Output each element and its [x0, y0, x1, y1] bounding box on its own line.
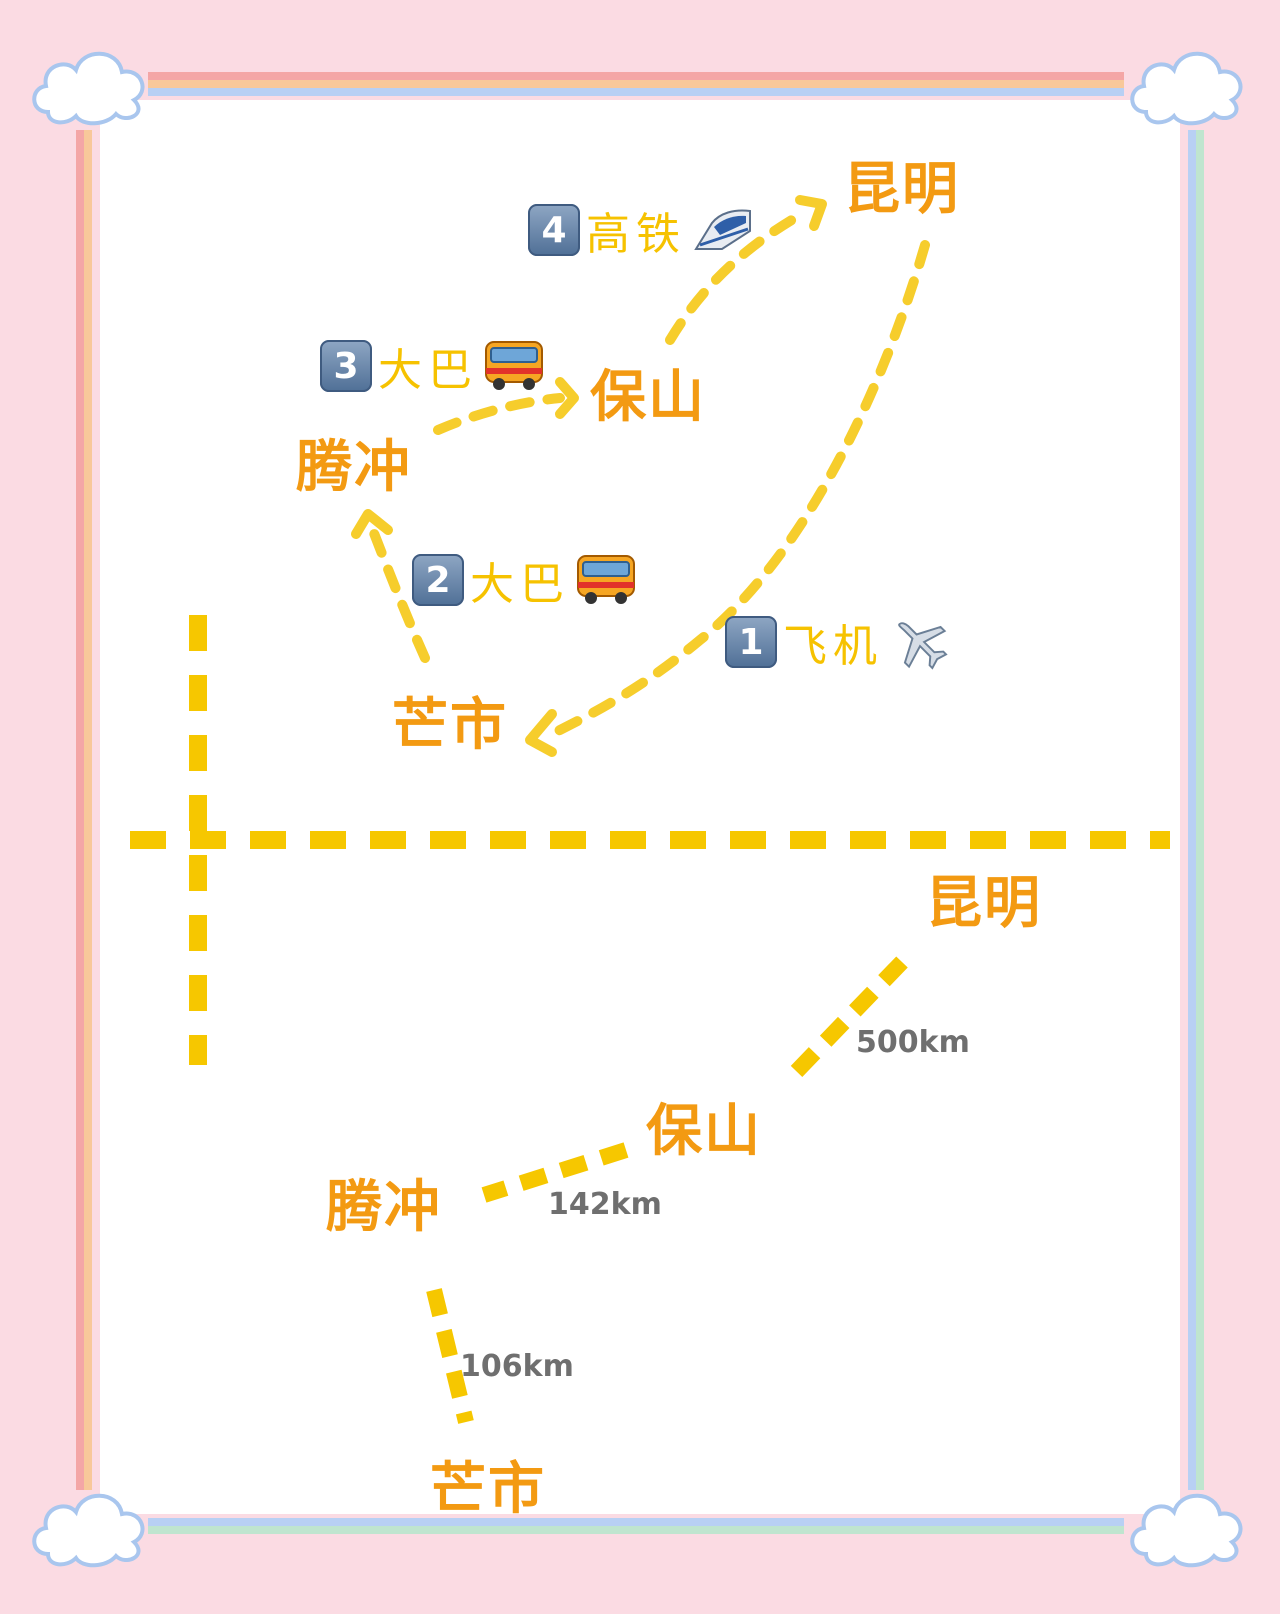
city-mangshi-top: 芒市 [392, 693, 508, 758]
distance-tengchong-mangshi: 106km [460, 1349, 574, 1384]
city-baoshan-bottom: 保山 [646, 1099, 762, 1164]
segment-baoshan-tengchong [481, 1142, 629, 1203]
frame-stripe-green [1196, 130, 1204, 1490]
segment-tengchong-mangshi [426, 1288, 474, 1424]
route-mangshi-tengchong [367, 523, 430, 663]
airplane-icon [898, 622, 948, 670]
city-kunming-top: 昆明 [844, 157, 960, 222]
frame-stripe-orange [84, 130, 92, 1490]
city-kunming-bottom: 昆明 [926, 871, 1042, 936]
step-1-flight: 1 飞机 [725, 610, 951, 674]
step-label: 大巴 [470, 559, 570, 610]
frame-stripe-blue [148, 88, 1124, 96]
arrow-head-mangshi [525, 709, 557, 757]
distance-baoshan-tengchong: 142km [548, 1187, 662, 1222]
arrow-head-tengchong [351, 509, 393, 539]
frame-stripe-blue [1188, 130, 1196, 1490]
step-label: 飞机 [783, 621, 883, 672]
distance-kunming-baoshan: 500km [856, 1025, 970, 1060]
city-tengchong-bottom: 腾冲 [326, 1175, 442, 1240]
frame-stripe-orange [148, 80, 1124, 88]
frame-stripe-red [76, 130, 84, 1490]
step-label: 高铁 [586, 209, 686, 260]
segment-kunming-baoshan [790, 956, 908, 1078]
high-speed-train-icon [694, 209, 751, 250]
step-number: 1 [725, 616, 777, 668]
step-2-bus: 2 大巴 [412, 548, 636, 612]
city-mangshi-bottom: 芒市 [430, 1457, 546, 1522]
arrow-head-baoshan [555, 377, 579, 419]
step-4-high-speed-train: 4 高铁 [528, 198, 754, 262]
step-number: 4 [528, 204, 580, 256]
bus-icon [485, 341, 543, 390]
map-panel [100, 100, 1180, 1514]
city-tengchong-top: 腾冲 [296, 435, 412, 500]
route-baoshan-kunming [665, 210, 805, 345]
cloud-icon [1130, 1493, 1243, 1568]
frame-stripe-green [148, 1526, 1124, 1534]
bus-icon [577, 555, 635, 604]
step-3-bus: 3 大巴 [320, 334, 544, 398]
cloud-icon [32, 51, 145, 126]
route-tengchong-baoshan [433, 393, 565, 435]
route-kunming-mangshi [545, 240, 930, 740]
frame-stripe-red [148, 72, 1124, 80]
step-number: 3 [320, 340, 372, 392]
step-label: 大巴 [378, 345, 478, 396]
cloud-icon [1130, 51, 1243, 126]
step-number: 2 [412, 554, 464, 606]
frame-stripe-blue [148, 1518, 1124, 1526]
arrow-head-kunming [795, 195, 827, 231]
city-baoshan-top: 保山 [590, 365, 706, 430]
cloud-icon [32, 1493, 145, 1568]
